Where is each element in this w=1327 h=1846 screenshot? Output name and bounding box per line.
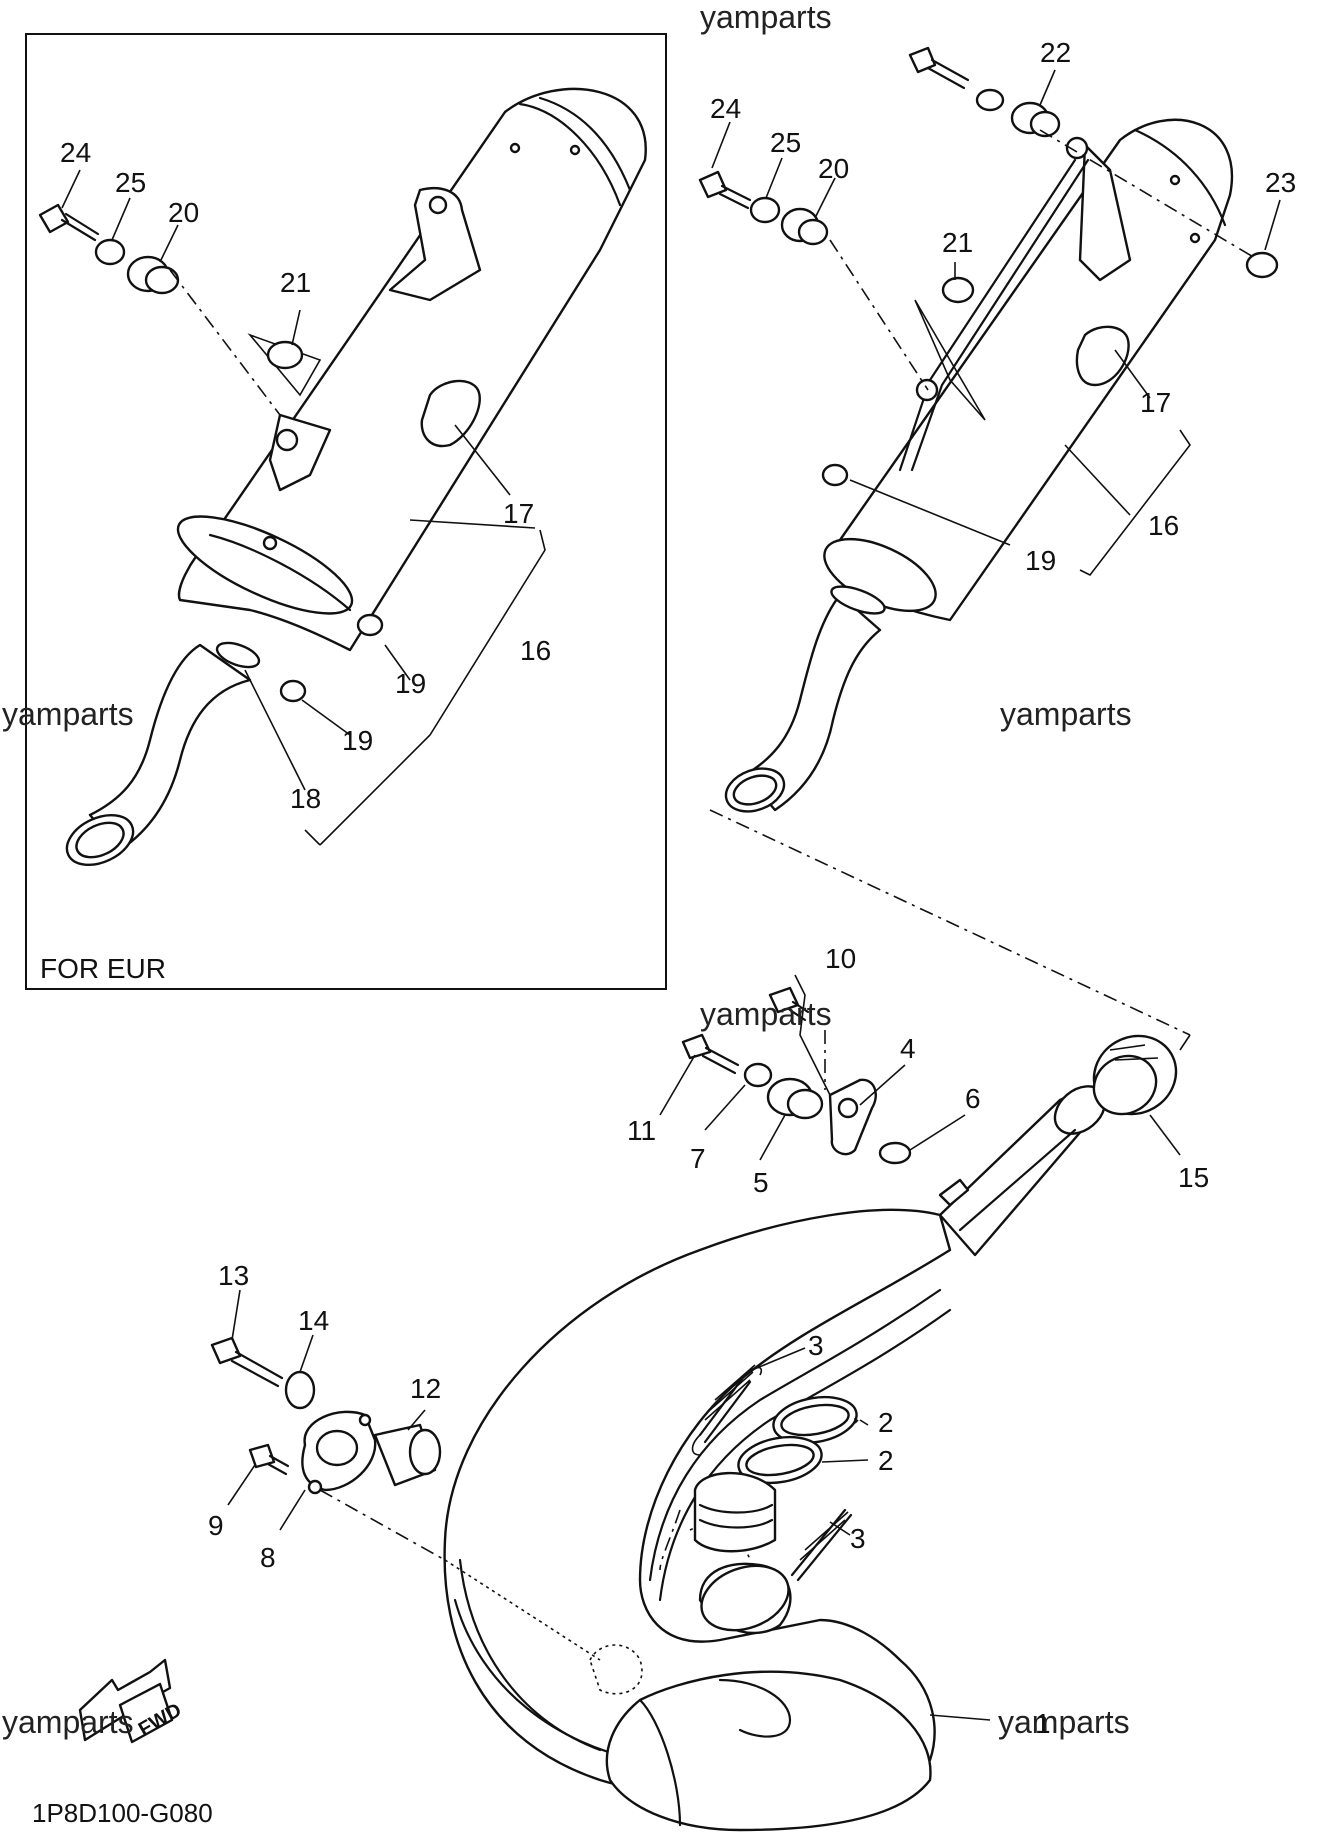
callout-eur-20: 20 (168, 197, 199, 228)
callout-2b: 2 (878, 1445, 894, 1476)
callout-11: 11 (627, 1115, 656, 1146)
rear-mount-dash (319, 1489, 446, 1561)
callout-std-19: 19 (1025, 545, 1056, 576)
callout-std-21: 21 (942, 227, 973, 258)
callout-std-17: 17 (1140, 387, 1171, 418)
callout-std-20: 20 (818, 153, 849, 184)
bolt-9 (248, 1443, 290, 1476)
callout-std-22: 22 (1040, 37, 1071, 68)
eur-damper-20 (126, 255, 180, 295)
eur-silencer (176, 87, 647, 652)
diagram-code: 1P8D100-G080 (32, 1798, 213, 1828)
collar-6 (878, 1141, 912, 1165)
callout-6: 6 (965, 1083, 981, 1114)
eur-screw-19 (279, 613, 384, 703)
watermark-middle: yamparts (700, 996, 832, 1032)
washer-14 (284, 1370, 316, 1410)
eur-washer-25 (94, 238, 126, 266)
eur-mount-line (169, 269, 281, 416)
spring-3-lower (790, 1508, 853, 1582)
callout-3a: 3 (808, 1330, 824, 1361)
bolt-13 (210, 1336, 284, 1388)
spring-3-upper (691, 1364, 763, 1456)
callout-5: 5 (753, 1167, 769, 1198)
rear-mount-dot (444, 1559, 601, 1661)
bracket-4 (828, 1078, 877, 1156)
watermark-right: yamparts (1000, 696, 1132, 732)
callout-2a: 2 (878, 1407, 894, 1438)
std-mount-line (829, 239, 929, 391)
callout-1: 1 (1035, 1708, 1051, 1739)
callout-eur-25: 25 (115, 167, 146, 198)
callout-eur-16: 16 (520, 635, 551, 666)
callout-eur-21: 21 (280, 267, 311, 298)
std-damper-20 (780, 207, 829, 246)
callout-eur-24: 24 (60, 137, 91, 168)
callout-eur-18: 18 (290, 783, 321, 814)
eur-collar-21 (247, 333, 322, 397)
gasket-15 (1092, 1034, 1178, 1116)
watermark-bottom-right: yamparts (998, 1704, 1130, 1740)
std-collar-21 (914, 276, 986, 421)
eur-inset-frame (25, 33, 667, 990)
callout-10: 10 (825, 943, 856, 974)
damper-5 (766, 1077, 824, 1120)
o-ring-2b (737, 1435, 823, 1485)
std-mount-line-top (1039, 129, 1256, 259)
std-bolt-22 (908, 46, 1061, 138)
eur-inlet-pipe (65, 641, 261, 867)
callout-8: 8 (260, 1542, 276, 1573)
main-leaders (227, 974, 1181, 1721)
std-screw-19 (821, 463, 849, 487)
callout-15: 15 (1178, 1162, 1209, 1193)
std-connect-line (709, 809, 1191, 1036)
callout-12: 12 (410, 1373, 441, 1404)
eur-leaders (61, 169, 546, 846)
std-inlet-pipe (724, 585, 886, 813)
eur-bolt-24 (38, 203, 100, 242)
callout-std-23: 23 (1265, 167, 1296, 198)
bolt-11 (681, 1033, 740, 1075)
joint-dash (659, 1509, 681, 1571)
callout-eur-17: 17 (503, 498, 534, 529)
std-bolt-24 (698, 170, 752, 210)
callout-std-16: 16 (1148, 510, 1179, 541)
bracket-8 (301, 1410, 377, 1495)
joint-pipe (693, 1471, 777, 1553)
watermark-top: yamparts (700, 0, 832, 35)
callout-4: 4 (900, 1033, 916, 1064)
inset-label: FOR EUR (40, 953, 166, 984)
callout-3b: 3 (850, 1523, 866, 1554)
std-collar-23 (1245, 251, 1279, 279)
washer-7 (743, 1062, 773, 1088)
callout-eur-19a: 19 (395, 668, 426, 699)
watermark-bottom-left: yamparts (2, 1704, 134, 1740)
expansion-chamber (443, 1085, 1107, 1832)
collar-12 (373, 1423, 442, 1487)
std-washer-25 (749, 196, 781, 224)
callout-std-25: 25 (770, 127, 801, 158)
callout-14: 14 (298, 1305, 329, 1336)
callout-13: 13 (218, 1260, 249, 1291)
connect-line-end (1179, 1034, 1191, 1051)
callout-eur-19b: 19 (342, 725, 373, 756)
std-silencer (823, 118, 1234, 622)
callout-std-24: 24 (710, 93, 741, 124)
o-ring-2a (772, 1395, 858, 1445)
std-leaders (711, 69, 1281, 577)
callout-7: 7 (690, 1143, 706, 1174)
callout-9: 9 (208, 1510, 224, 1541)
watermark-left: yamparts (2, 696, 134, 732)
